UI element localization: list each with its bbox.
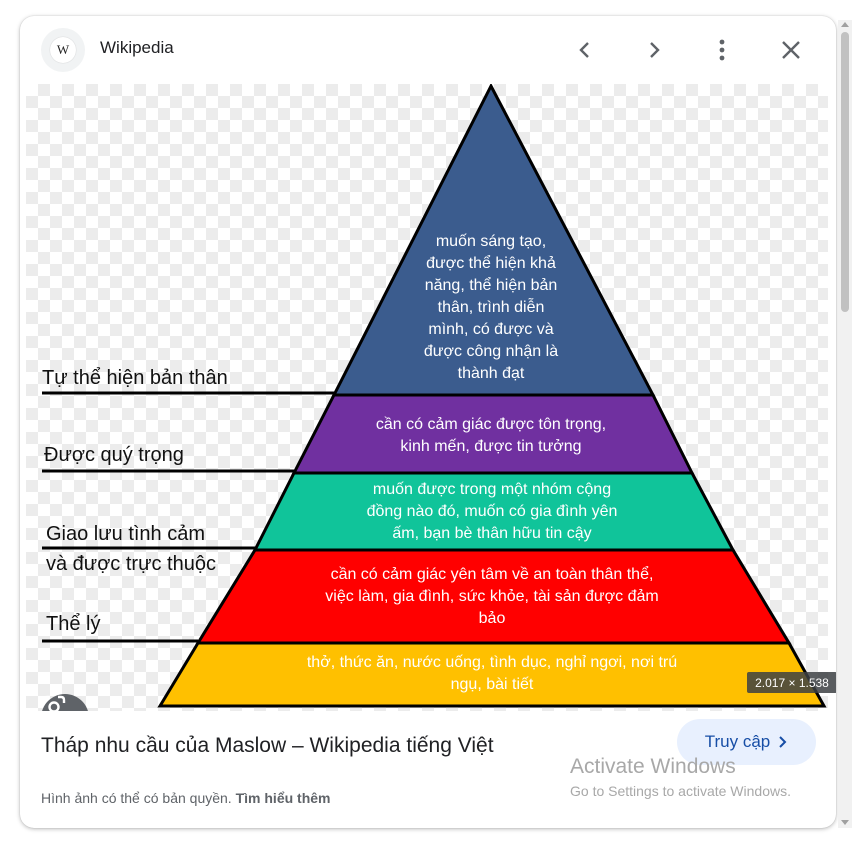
more-vert-icon xyxy=(719,39,725,61)
copyright-notice: Hình ảnh có thể có bản quyền. Tìm hiểu t… xyxy=(41,790,331,806)
visit-button-label: Truy cập xyxy=(704,732,771,751)
level-text-line: được thể hiện khả xyxy=(426,254,556,272)
level-label-esteem: Được quý trọng xyxy=(44,444,184,466)
level-text-line: cần có cảm giác yên tâm về an toàn thân … xyxy=(331,565,654,583)
image-title[interactable]: Tháp nhu cầu của Maslow – Wikipedia tiến… xyxy=(41,734,494,757)
scroll-up-arrow-icon[interactable] xyxy=(841,22,849,27)
level-text-line: năng, thể hiện bản xyxy=(425,276,558,294)
image-preview-panel: W Wikipedia Tự thể xyxy=(20,16,836,828)
close-icon xyxy=(782,41,800,59)
level-label-belonging-2: và được trực thuộc xyxy=(46,553,216,575)
level-text-line: thân, trình diễn xyxy=(438,297,545,316)
level-text-line: bảo xyxy=(479,610,506,627)
level-text-line: thành đạt xyxy=(458,365,525,382)
level-text-line: được công nhận là xyxy=(424,343,558,360)
level-text-line: muốn được trong một nhóm cộng xyxy=(373,481,611,498)
level-label-self-actualization: Tự thể hiện bản thân xyxy=(42,367,228,389)
learn-more-link[interactable]: Tìm hiểu thêm xyxy=(235,790,331,806)
google-lens-icon xyxy=(42,695,66,711)
more-options-button[interactable] xyxy=(706,34,738,66)
level-text-line: việc làm, gia đình, sức khỏe, tài sản đư… xyxy=(325,588,658,605)
lens-search-button[interactable] xyxy=(41,694,89,711)
level-text-line: ấm, bạn bè thân hữu tin cậy xyxy=(392,525,591,542)
chevron-right-icon xyxy=(779,736,787,748)
site-name: Wikipedia xyxy=(100,38,174,57)
level-label-belonging-1: Giao lưu tình cảm xyxy=(46,523,205,545)
vertical-scrollbar[interactable] xyxy=(838,20,852,828)
next-button[interactable] xyxy=(638,34,670,66)
copyright-text: Hình ảnh có thể có bản quyền. xyxy=(41,790,232,806)
chevron-right-icon xyxy=(650,42,660,58)
level-text-line: ngụ, bài tiết xyxy=(451,676,534,693)
level-label-physiological: Thể lý xyxy=(46,613,100,635)
previous-button[interactable] xyxy=(569,34,601,66)
pyramid-level-physiological xyxy=(157,641,827,708)
close-button[interactable] xyxy=(775,34,807,66)
level-text-line: cần có cảm giác được tôn trọng, xyxy=(376,416,606,433)
maslow-pyramid: Tự thể hiện bản thân Được quý trọng Giao… xyxy=(42,84,827,708)
chevron-left-icon xyxy=(579,42,589,58)
wikipedia-logo-icon: W xyxy=(50,37,76,63)
scroll-down-arrow-icon[interactable] xyxy=(841,820,849,825)
preview-image[interactable]: Tự thể hiện bản thân Được quý trọng Giao… xyxy=(26,84,828,711)
level-text-line: muốn sáng tạo, xyxy=(436,233,546,250)
level-text-line: kinh mến, được tin tưởng xyxy=(400,438,581,455)
pyramid-level-esteem xyxy=(291,393,695,475)
level-text-line: đồng nào đó, muốn có gia đình yên xyxy=(367,503,618,520)
scrollbar-thumb[interactable] xyxy=(841,32,849,312)
image-dimensions-badge: 2.017 × 1.538 xyxy=(747,672,836,693)
panel-header: W Wikipedia xyxy=(20,16,836,84)
site-favicon: W xyxy=(41,28,85,72)
visit-button[interactable]: Truy cập xyxy=(677,719,816,765)
level-text-line: thở, thức ăn, nước uống, tình dục, nghỉ … xyxy=(307,654,677,671)
level-text-line: mình, có được và xyxy=(428,321,553,338)
